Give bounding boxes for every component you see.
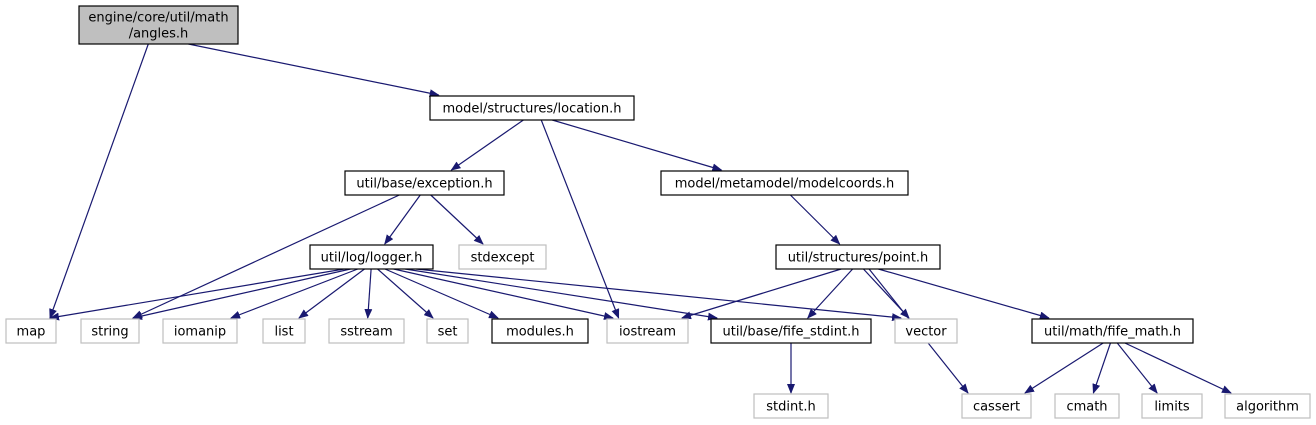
node-label-fife_stdint: util/base/fife_stdint.h bbox=[722, 325, 859, 340]
node-box-exception bbox=[344, 170, 505, 196]
node-box-fife_math bbox=[1031, 318, 1194, 344]
edge-location-to-iostream bbox=[540, 119, 620, 319]
edge-fife_math-to-cmath bbox=[1092, 342, 1112, 394]
node-box-modules bbox=[491, 318, 589, 344]
node-stdint: stdint.h bbox=[753, 393, 829, 419]
node-box-stdint bbox=[753, 393, 829, 419]
node-label-string: string bbox=[91, 325, 128, 340]
node-box-string bbox=[80, 318, 140, 344]
node-label-cassert: cassert bbox=[973, 400, 1020, 415]
node-label-logger: util/log/logger.h bbox=[321, 251, 423, 266]
node-box-iostream bbox=[606, 318, 689, 344]
edge-logger-to-iomanip bbox=[230, 268, 358, 319]
node-modelcoords[interactable]: model/metamodel/modelcoords.h bbox=[660, 170, 909, 196]
edges-layer bbox=[49, 43, 1232, 394]
edge-exception-to-string bbox=[132, 194, 400, 319]
node-label-limits: limits bbox=[1154, 400, 1190, 415]
node-cassert: cassert bbox=[961, 393, 1032, 419]
edge-fife_math-to-algorithm bbox=[1124, 342, 1232, 394]
node-box-logger bbox=[309, 244, 434, 270]
node-label-angles-line-1: /angles.h bbox=[129, 27, 189, 42]
node-string: string bbox=[80, 318, 140, 344]
node-list: list bbox=[262, 318, 306, 344]
edge-logger-to-map bbox=[49, 268, 345, 321]
node-angles[interactable]: engine/core/util/math/angles.h bbox=[78, 5, 239, 45]
node-box-modelcoords bbox=[660, 170, 909, 196]
node-location[interactable]: model/structures/location.h bbox=[429, 95, 635, 121]
edge-logger-to-string bbox=[132, 268, 351, 320]
edge-location-to-exception bbox=[450, 119, 524, 171]
edge-logger-to-vector bbox=[415, 268, 902, 322]
edge-logger-to-list bbox=[298, 268, 365, 319]
node-box-cassert bbox=[961, 393, 1032, 419]
edge-location-to-modelcoords bbox=[552, 119, 723, 172]
node-label-fife_math: util/math/fife_math.h bbox=[1044, 325, 1181, 340]
edge-point-to-fife_stdint bbox=[807, 268, 854, 319]
edge-exception-to-stdexcept bbox=[430, 194, 484, 245]
node-vector: vector bbox=[894, 318, 958, 344]
node-box-set bbox=[426, 318, 469, 344]
node-label-set: set bbox=[438, 325, 458, 340]
edge-angles-to-location bbox=[188, 43, 440, 98]
node-label-stdexcept: stdexcept bbox=[471, 251, 535, 266]
node-cmath: cmath bbox=[1054, 393, 1120, 419]
node-label-stdint: stdint.h bbox=[766, 400, 815, 415]
edge-logger-to-modules bbox=[384, 268, 499, 319]
node-fife_stdint[interactable]: util/base/fife_stdint.h bbox=[710, 318, 872, 344]
node-iomanip: iomanip bbox=[162, 318, 238, 344]
node-box-algorithm bbox=[1224, 393, 1311, 419]
edge-fife_math-to-cassert bbox=[1024, 342, 1104, 394]
node-label-cmath: cmath bbox=[1066, 400, 1107, 415]
edge-point-to-fife_math bbox=[878, 268, 1050, 320]
node-set: set bbox=[426, 318, 469, 344]
node-label-algorithm: algorithm bbox=[1236, 400, 1299, 415]
node-limits: limits bbox=[1141, 393, 1203, 419]
node-box-location bbox=[429, 95, 635, 121]
node-fife_math[interactable]: util/math/fife_math.h bbox=[1031, 318, 1194, 344]
edge-modelcoords-to-point bbox=[789, 194, 841, 245]
node-box-stdexcept bbox=[458, 244, 547, 270]
node-label-modules: modules.h bbox=[506, 325, 574, 340]
node-box-limits bbox=[1141, 393, 1203, 419]
nodes-layer: engine/core/util/math/angles.h model/stru… bbox=[5, 5, 1311, 419]
node-logger[interactable]: util/log/logger.h bbox=[309, 244, 434, 270]
node-box-vector bbox=[894, 318, 958, 344]
node-box-sstream bbox=[328, 318, 405, 344]
edge-point-to-iostream bbox=[681, 268, 842, 320]
node-box-list bbox=[262, 318, 306, 344]
node-label-exception: util/base/exception.h bbox=[356, 177, 492, 192]
node-label-angles-line-0: engine/core/util/math bbox=[88, 11, 228, 26]
node-label-iostream: iostream bbox=[619, 325, 676, 340]
edge-logger-to-set bbox=[377, 268, 434, 319]
node-exception[interactable]: util/base/exception.h bbox=[344, 170, 505, 196]
node-point[interactable]: util/structures/point.h bbox=[775, 244, 941, 270]
edge-logger-to-iostream bbox=[393, 268, 614, 320]
edge-angles-to-map bbox=[49, 43, 149, 319]
node-box-cmath bbox=[1054, 393, 1120, 419]
node-stdexcept: stdexcept bbox=[458, 244, 547, 270]
node-box-fife_stdint bbox=[710, 318, 872, 344]
node-box-angles bbox=[78, 5, 239, 45]
node-algorithm: algorithm bbox=[1224, 393, 1311, 419]
node-label-sstream: sstream bbox=[340, 325, 392, 340]
node-label-iomanip: iomanip bbox=[174, 325, 226, 340]
node-box-map bbox=[5, 318, 57, 344]
edge-exception-to-logger bbox=[384, 194, 421, 245]
node-box-iomanip bbox=[162, 318, 238, 344]
node-label-point: util/structures/point.h bbox=[788, 251, 929, 266]
node-modules[interactable]: modules.h bbox=[491, 318, 589, 344]
node-sstream: sstream bbox=[328, 318, 405, 344]
node-label-map: map bbox=[17, 325, 46, 340]
node-label-list: list bbox=[274, 325, 293, 340]
node-label-vector: vector bbox=[905, 325, 947, 340]
edge-logger-to-fife_stdint bbox=[404, 268, 718, 321]
node-box-point bbox=[775, 244, 941, 270]
edge-fife_math-to-limits bbox=[1116, 342, 1158, 394]
node-iostream: iostream bbox=[606, 318, 689, 344]
node-label-modelcoords: model/metamodel/modelcoords.h bbox=[675, 177, 895, 192]
node-map: map bbox=[5, 318, 57, 344]
edge-logger-to-sstream bbox=[364, 268, 373, 319]
node-label-location: model/structures/location.h bbox=[443, 102, 622, 117]
